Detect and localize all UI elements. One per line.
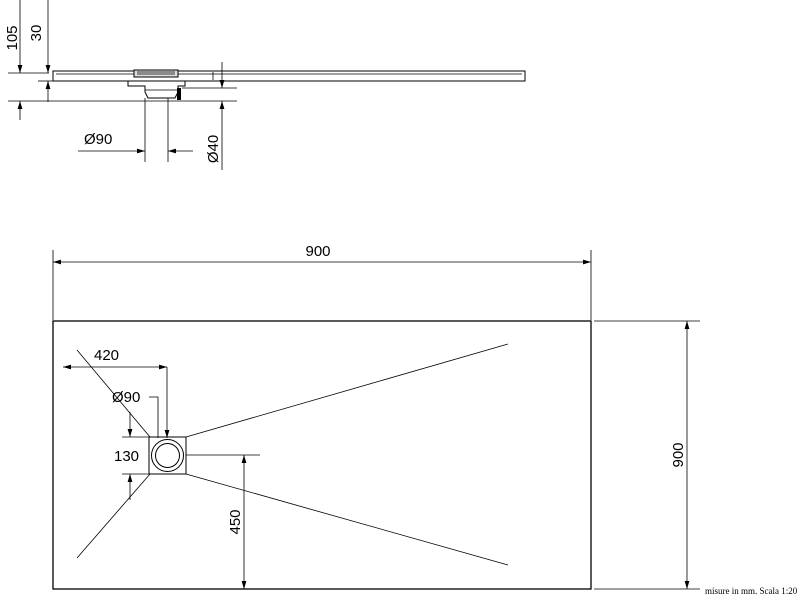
drain-circle-inner xyxy=(155,443,180,468)
drain-grate-side xyxy=(133,69,179,78)
dim-drain-offset-x: 420 xyxy=(94,347,119,364)
tray-slab-side xyxy=(52,70,526,82)
slope-line-bottom-right xyxy=(185,473,509,566)
dim-height-tray: 30 xyxy=(28,25,45,42)
plan-view: 900 420 Ø90 130 450 900 xyxy=(52,243,700,590)
outlet-pipe-side xyxy=(177,88,181,100)
dim-outlet-diameter: Ø40 xyxy=(205,135,222,163)
dim-drain-box-size: 130 xyxy=(114,448,139,465)
slope-line-bottom-left xyxy=(76,473,151,559)
slope-line-top-left xyxy=(76,349,151,438)
dim-drain-diameter-side: Ø90 xyxy=(84,131,112,148)
scale-note: misure in mm. Scala 1:20 xyxy=(705,586,798,596)
tray-outline-plan xyxy=(52,320,592,590)
dim-depth: 900 xyxy=(670,442,687,467)
side-view: 105 30 Ø90 Ø40 xyxy=(4,0,526,170)
dim-height-total: 105 xyxy=(4,25,21,50)
drain-body-side xyxy=(127,80,186,99)
dim-drain-offset-y: 450 xyxy=(227,509,244,534)
drain-box-plan xyxy=(148,436,187,475)
dim-drain-diameter-plan: Ø90 xyxy=(112,389,140,406)
dim-width: 900 xyxy=(305,243,330,260)
drain-circle-outer xyxy=(151,439,184,472)
slope-line-top-right xyxy=(185,343,509,438)
